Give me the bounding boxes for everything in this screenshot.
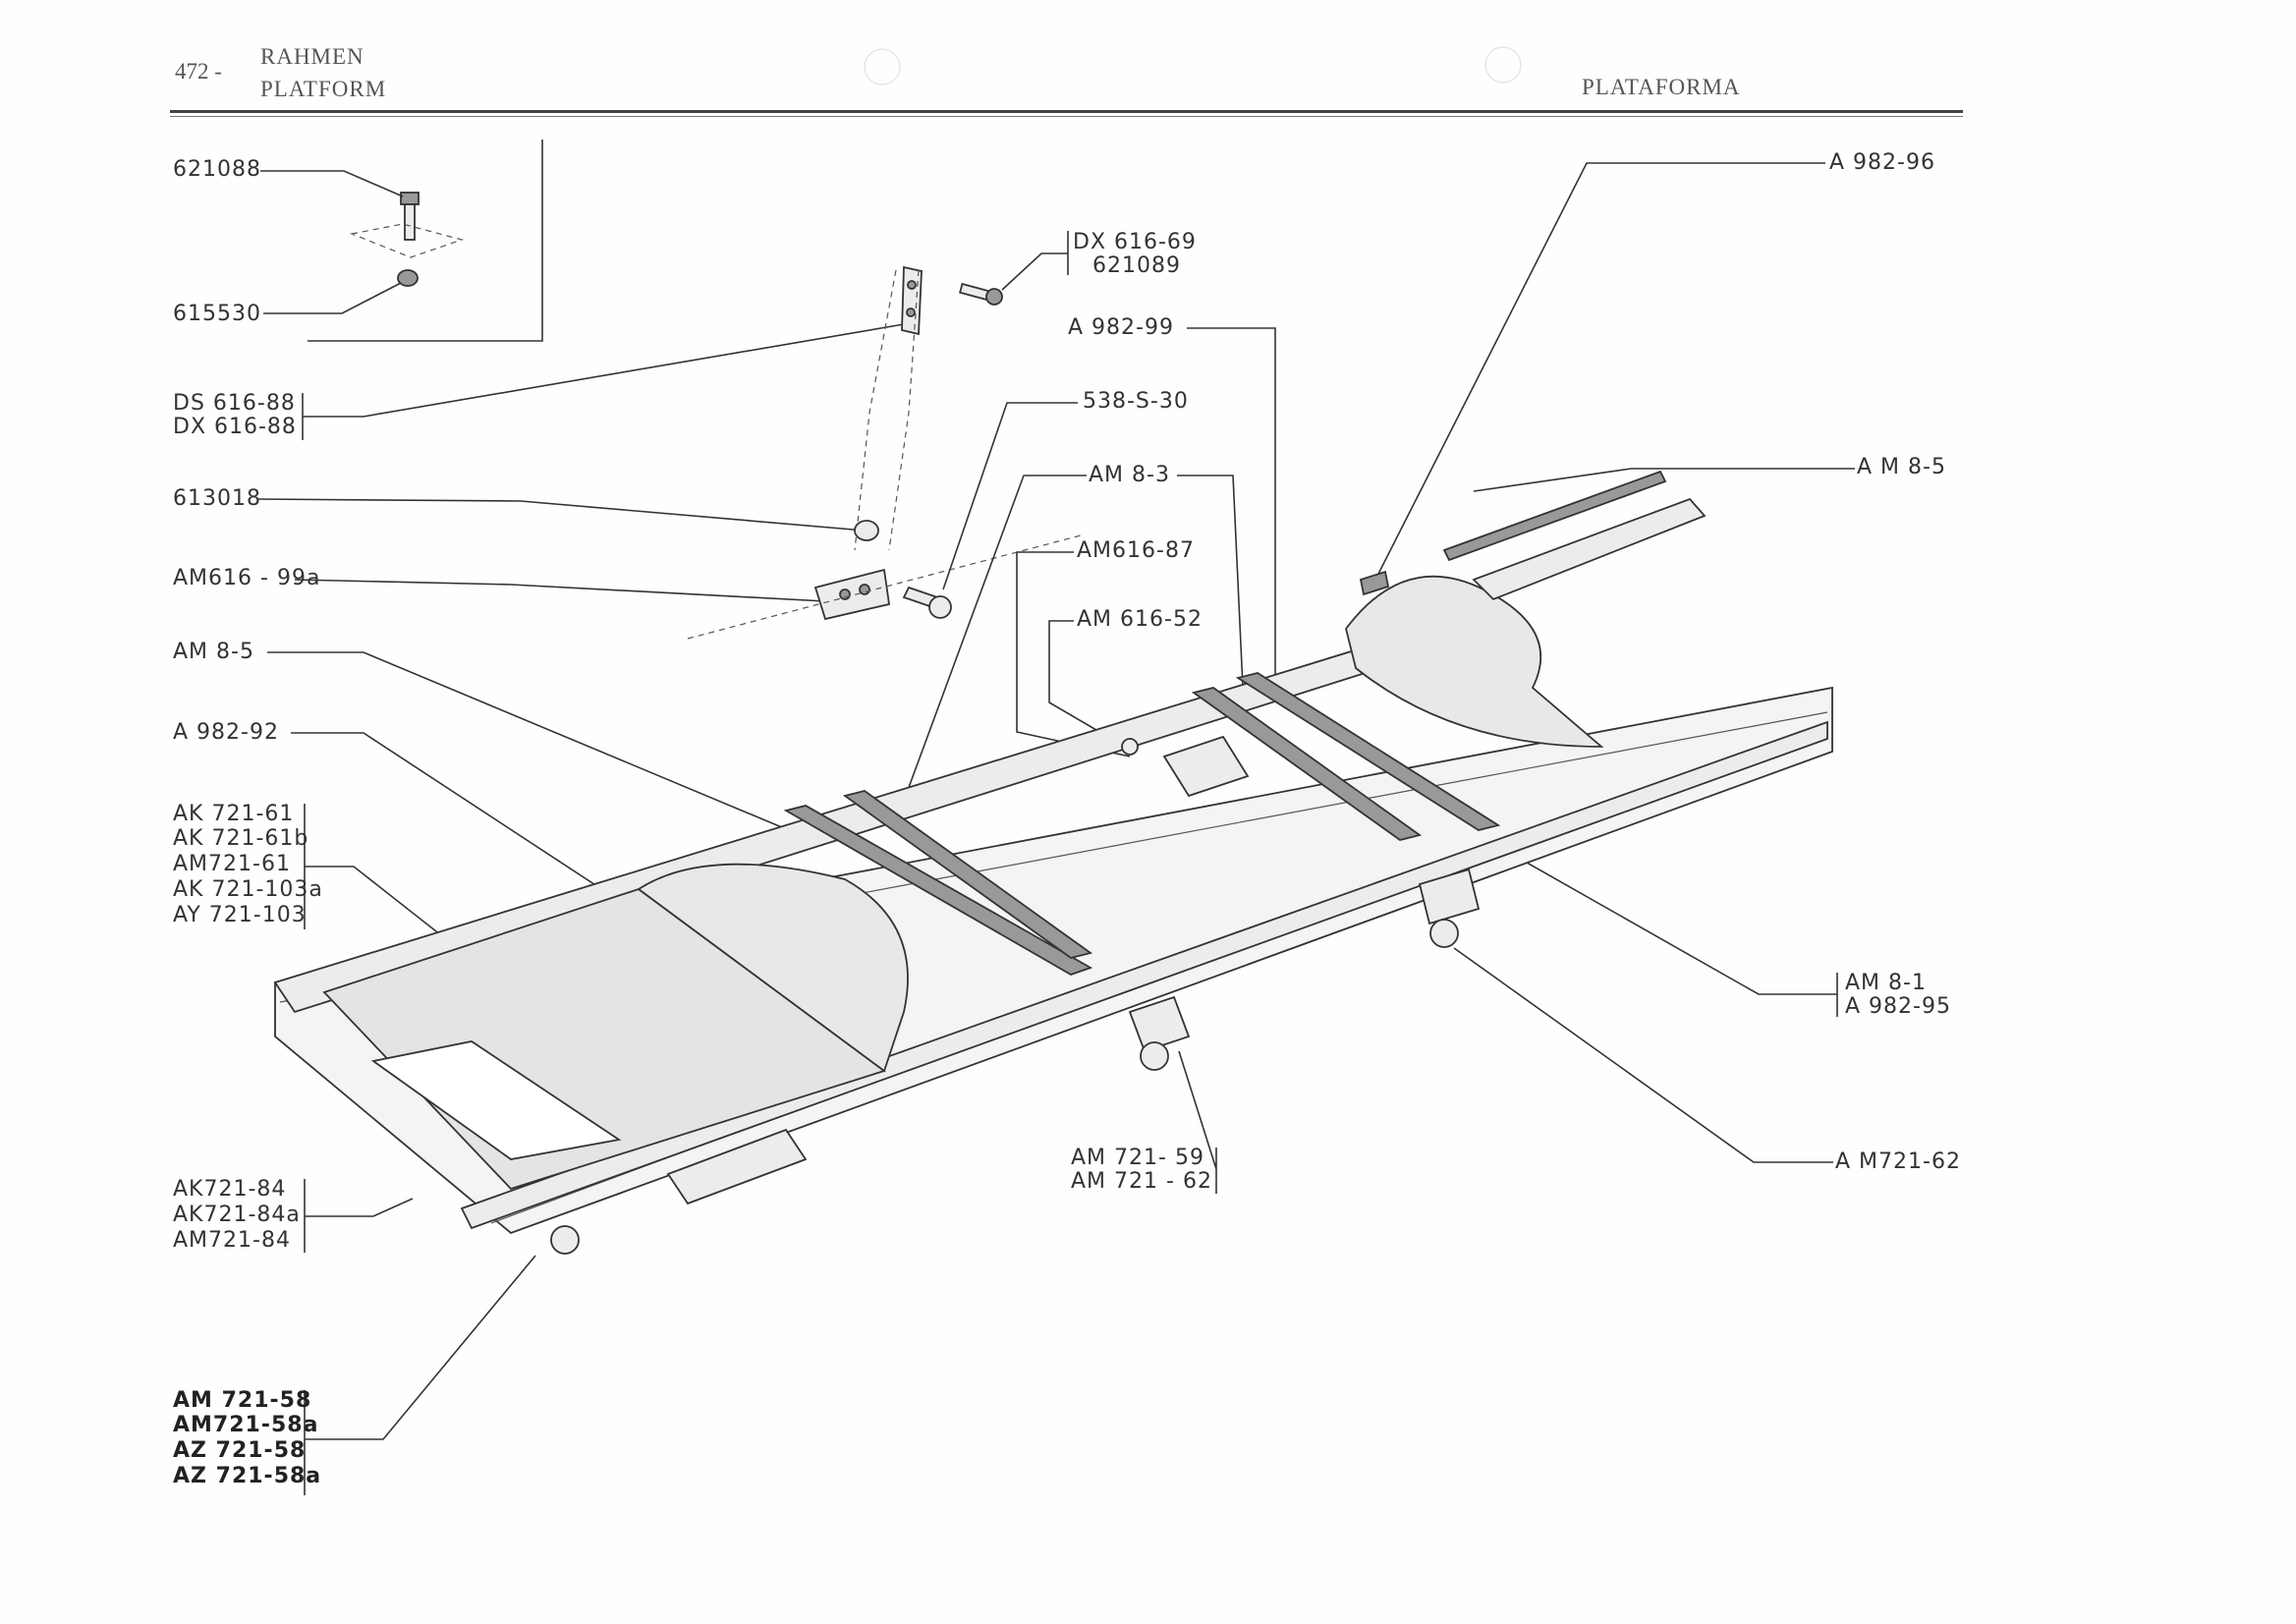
callout-ak721-84: AK721-84 <box>173 1177 287 1202</box>
callout-am616-87: AM616-87 <box>1077 538 1195 563</box>
bracket-ds616-88 <box>854 265 923 551</box>
callout-a982-96: A 982-96 <box>1829 150 1935 175</box>
nut-613018 <box>854 520 879 541</box>
leader-ds-dx-61688 <box>302 323 905 440</box>
leader-a98296 <box>1374 162 1825 581</box>
punch-hole <box>864 48 901 85</box>
title-spanish: PLATAFORMA <box>1582 75 1741 99</box>
leader-538-s-30 <box>942 402 1078 590</box>
callout-am8-3: AM 8-3 <box>1089 463 1170 487</box>
callout-am8-5-left: AM 8-5 <box>173 640 254 664</box>
callout-am721-62-right: A M721-62 <box>1835 1149 1961 1174</box>
leader-a98292 <box>291 732 610 895</box>
leader-am72162-right <box>1453 947 1833 1163</box>
nut-615530 <box>397 269 419 287</box>
leader-am81-group <box>1512 854 1838 1017</box>
inset-frame <box>308 140 543 342</box>
callout-621089: 621089 <box>1092 253 1181 278</box>
callout-am8-5-right: A M 8-5 <box>1857 455 1946 479</box>
callout-am721-62-middle: AM 721 - 62 <box>1071 1169 1212 1194</box>
leader-621088 <box>260 170 404 197</box>
platform-frame <box>273 470 1833 1255</box>
leader-am83-left <box>903 475 1087 802</box>
bolt-dx616-69 <box>959 282 1003 306</box>
callout-a982-99: A 982-99 <box>1068 315 1174 340</box>
callout-621088: 621088 <box>173 157 261 182</box>
callout-am721-61: AM721-61 <box>173 852 291 876</box>
callout-ak721-103a: AK 721-103a <box>173 877 323 902</box>
callout-613018: 613018 <box>173 486 261 511</box>
callout-dx616-69: DX 616-69 <box>1073 230 1197 254</box>
bolt-621088 <box>349 192 465 258</box>
leader-am61652 <box>1048 620 1126 748</box>
callout-az721-58a: AZ 721-58a <box>173 1464 322 1488</box>
leader-am61699a <box>294 579 826 602</box>
callout-am616-99a: AM616 - 99a <box>173 566 321 590</box>
callout-a982-92: A 982-92 <box>173 720 279 745</box>
callout-am8-1: AM 8-1 <box>1845 971 1927 995</box>
callout-ak721-61b: AK 721-61b <box>173 826 309 851</box>
punch-hole <box>1484 46 1522 84</box>
leader-am72158-group <box>304 1255 536 1495</box>
callout-538-s-30: 538-S-30 <box>1083 389 1189 414</box>
plate-am616-99a <box>813 568 891 621</box>
callout-dx616-88: DX 616-88 <box>173 415 297 439</box>
callout-am721-59: AM 721- 59 <box>1071 1146 1204 1170</box>
callout-a982-95: A 982-95 <box>1845 994 1951 1019</box>
callout-615530: 615530 <box>173 302 261 326</box>
callout-ak721-84a: AK721-84a <box>173 1203 301 1227</box>
title-english: PLATFORM <box>260 77 387 101</box>
leader-615530 <box>263 282 402 314</box>
callout-am721-58a: AM721-58a <box>173 1413 319 1437</box>
leader-am85-left <box>267 651 797 834</box>
title-german: RAHMEN <box>260 44 364 69</box>
leader-am83-right <box>1177 475 1244 689</box>
leader-dx61669 <box>1001 231 1069 291</box>
callout-ay721-103: AY 721-103 <box>173 903 307 927</box>
callout-ak721-61: AK 721-61 <box>173 802 295 826</box>
page-number: 472 - <box>175 59 222 84</box>
leader-a98299 <box>1187 327 1276 693</box>
leader-ak72184-group <box>304 1179 414 1253</box>
header-rule <box>170 110 1963 113</box>
assembly-line <box>687 534 1082 640</box>
leader-am72159-group <box>1178 1050 1217 1194</box>
leader-am85-right <box>1473 468 1855 492</box>
callout-ds616-88: DS 616-88 <box>173 391 296 416</box>
leader-613018 <box>256 498 866 532</box>
header-rule-thin <box>170 116 1963 117</box>
callout-az721-58: AZ 721-58 <box>173 1438 307 1463</box>
callout-am721-84: AM721-84 <box>173 1228 291 1253</box>
callout-am616-52: AM 616-52 <box>1077 607 1203 632</box>
pin-538-s-30 <box>902 586 952 619</box>
callout-am721-58: AM 721-58 <box>173 1388 312 1413</box>
